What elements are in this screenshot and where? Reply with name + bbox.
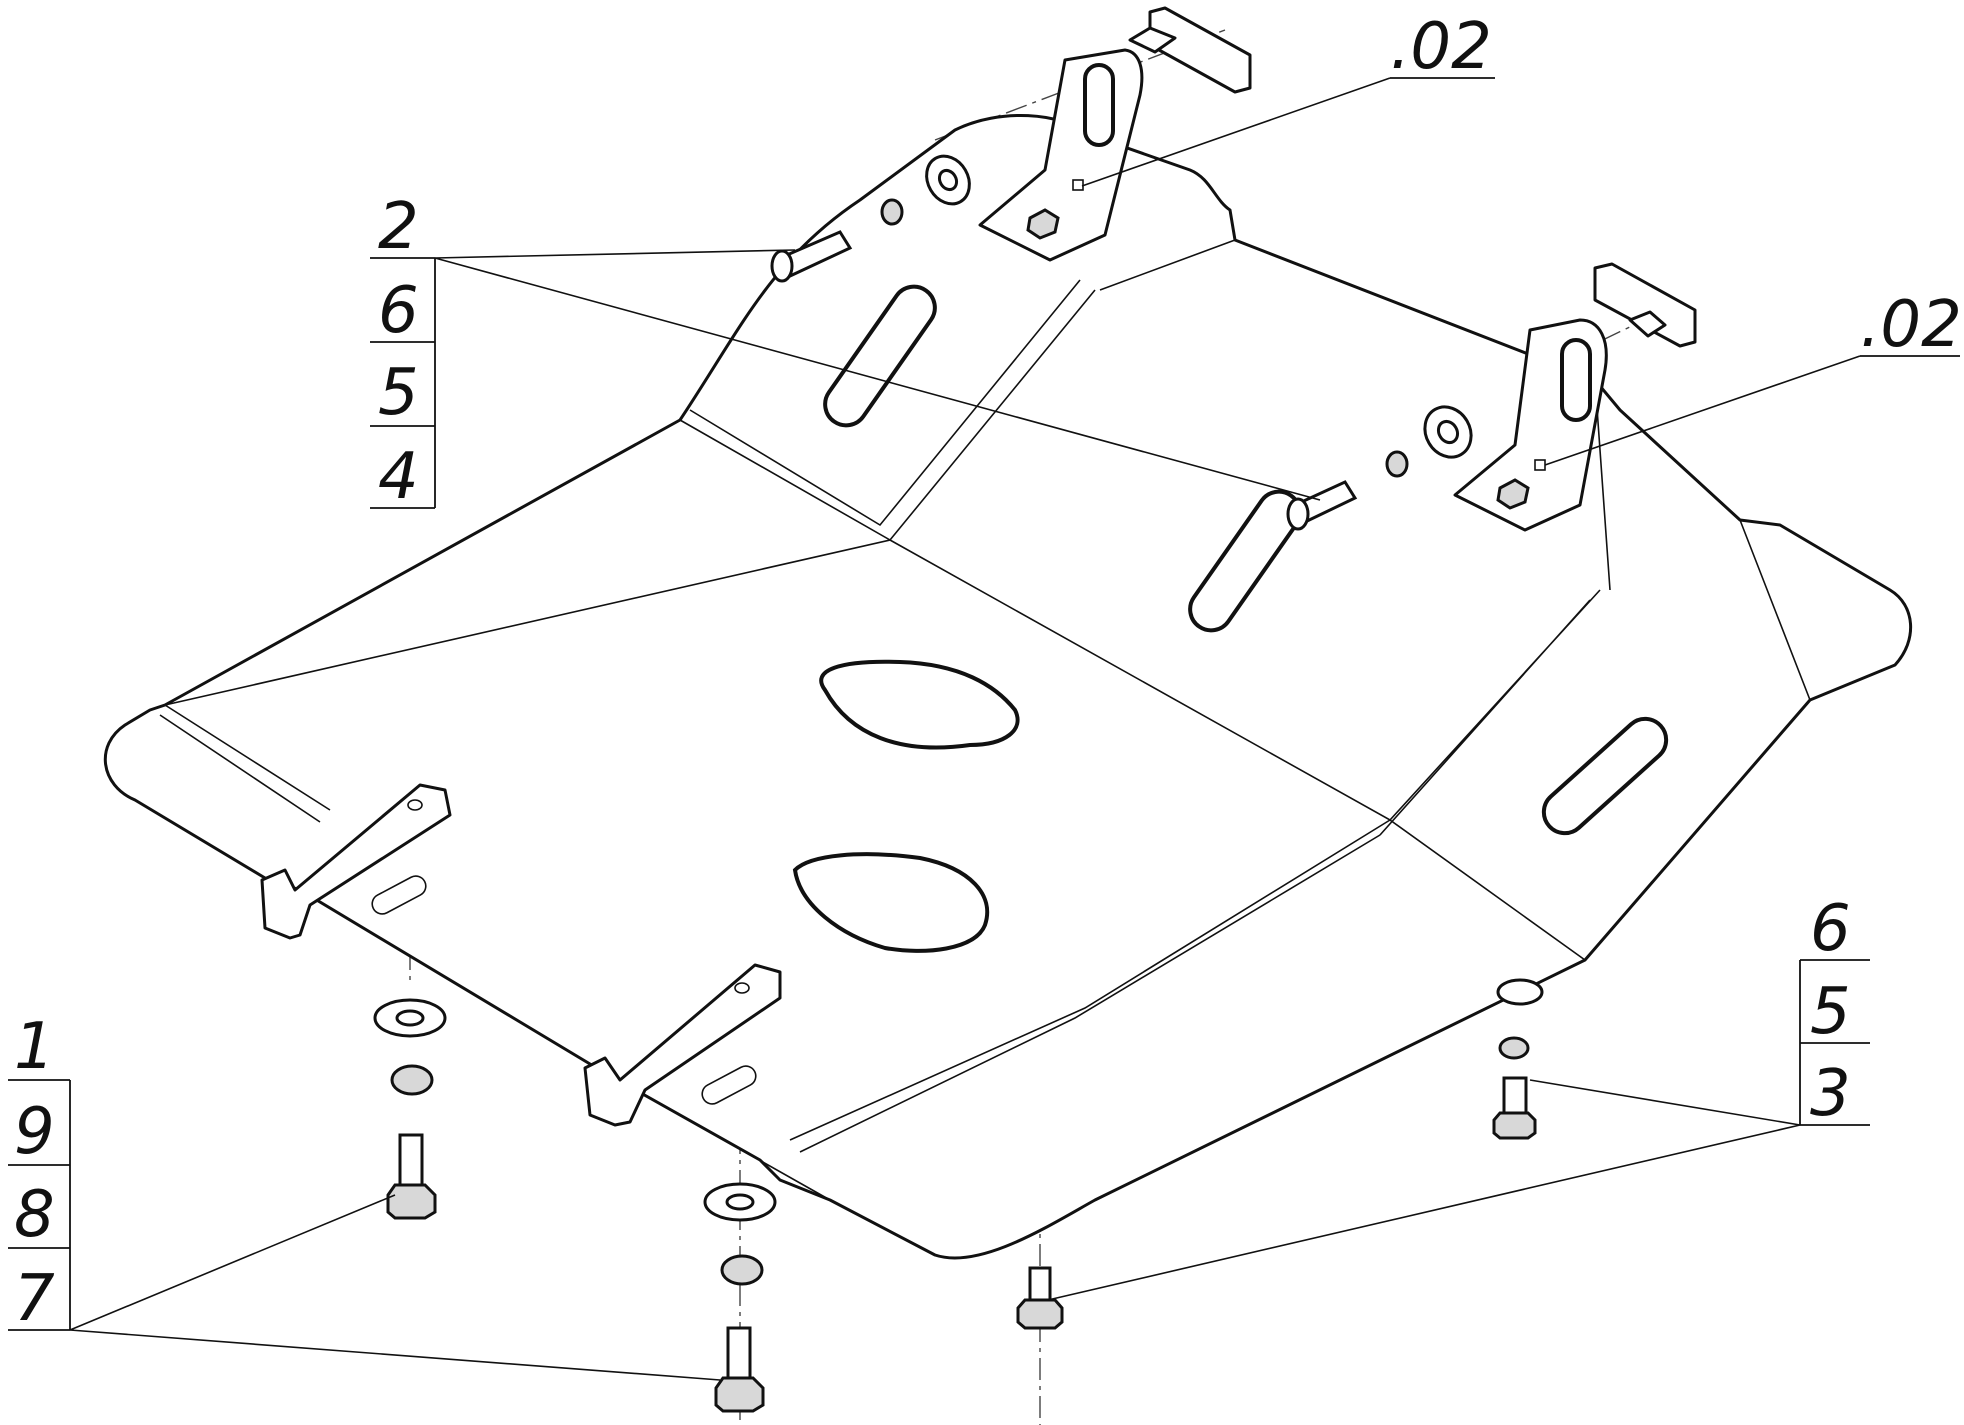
front-bracket-right [583,963,782,1127]
rear-mount-bracket-right [1453,318,1608,532]
callout-label-7: 7 [14,1262,55,1336]
rear-left-slot [823,284,937,428]
front-bracket-left [260,783,452,940]
lower-access-opening [792,852,990,953]
callout-label-9: 9 [14,1095,55,1169]
rear-right-slot [1188,489,1302,633]
rear-left-fasteners [770,154,971,283]
callout-label-bracket-right: .02 [1860,288,1962,362]
skid-plate-front-fold [1099,239,1811,961]
callout-label-6: 6 [378,274,419,348]
front-left-slot-a [371,875,427,915]
callout-label-1: 1 [14,1010,55,1084]
upper-access-opening [819,659,1020,750]
front-left-slot-b [701,1065,757,1105]
rear-right-fasteners [1286,405,1473,531]
fastener-stack-left [373,998,447,1220]
leader-lines [69,77,1960,1381]
callout-label-3: 3 [1810,1057,1851,1131]
callout-label-bracket-upper: .02 [1390,10,1492,84]
callout-label-6b: 6 [1810,892,1851,966]
callout-bottom-left-stack: 1 9 8 7 [8,1010,71,1336]
fastener-stack-front [1016,1266,1064,1330]
rear-mount-bracket-left [978,48,1144,262]
callout-label-4: 4 [378,440,419,514]
callout-label-2: 2 [378,190,419,264]
fastener-stack-mid [703,1182,777,1413]
callout-bottom-right-stack: 6 5 3 [1799,892,1870,1131]
rear-mount-clip-right [1593,262,1697,348]
callout-label-8: 8 [14,1178,55,1252]
skid-plate [103,113,1912,1260]
rear-mount-clip-left [1128,6,1252,94]
fastener-stack-right [1492,978,1544,1140]
callout-top-left-stack: 2 6 5 4 [370,190,436,514]
front-right-slot [1541,716,1669,836]
callout-label-5b: 5 [1810,975,1851,1049]
callout-label-5: 5 [378,356,419,430]
